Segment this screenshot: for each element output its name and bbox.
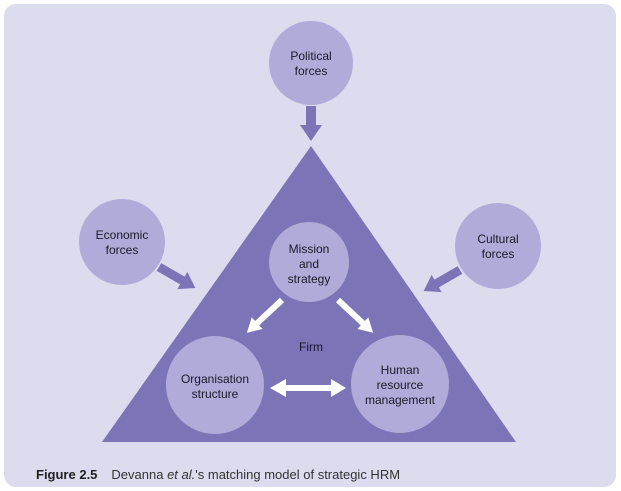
caption-author: Devanna	[111, 467, 168, 482]
organisation-structure-label: Organisation structure	[166, 372, 264, 402]
mission-to-hrm-arrow	[335, 297, 374, 333]
cultural-arrow	[423, 266, 463, 293]
cultural-forces-circle	[455, 203, 541, 289]
mission-strategy-text: Mission and strategy	[287, 242, 331, 286]
organisation-structure-text: Organisation structure	[180, 372, 250, 401]
mission-strategy-circle	[269, 222, 349, 302]
economic-forces-text: Economic forces	[95, 228, 149, 257]
cultural-forces-text: Cultural forces	[477, 232, 519, 261]
hrm-text: Human resource management	[364, 363, 436, 407]
organisation-hrm-double-arrow	[270, 379, 346, 397]
economic-forces-circle	[79, 199, 165, 285]
economic-arrow	[156, 263, 196, 290]
figure-number: Figure 2.5	[36, 467, 98, 482]
figure-caption: Figure 2.5 Devanna et al.'s matching mode…	[36, 467, 400, 482]
caption-rest: 's matching model of strategic HRM	[195, 467, 401, 482]
caption-et-al: et al.	[167, 467, 196, 482]
firm-text: Firm	[299, 340, 323, 354]
economic-forces-label: Economic forces	[80, 228, 164, 258]
political-forces-label: Political forces	[271, 49, 351, 79]
political-arrow	[300, 106, 322, 141]
political-forces-text: Political forces	[290, 49, 332, 78]
mission-to-organisation-arrow	[246, 297, 285, 333]
hrm-circle	[351, 335, 449, 433]
organisation-structure-circle	[166, 336, 264, 434]
mission-strategy-label: Mission and strategy	[269, 242, 349, 287]
firm-label: Firm	[286, 340, 336, 355]
hrm-label: Human resource management	[351, 363, 449, 408]
political-forces-circle	[269, 21, 353, 105]
cultural-forces-label: Cultural forces	[456, 232, 540, 262]
